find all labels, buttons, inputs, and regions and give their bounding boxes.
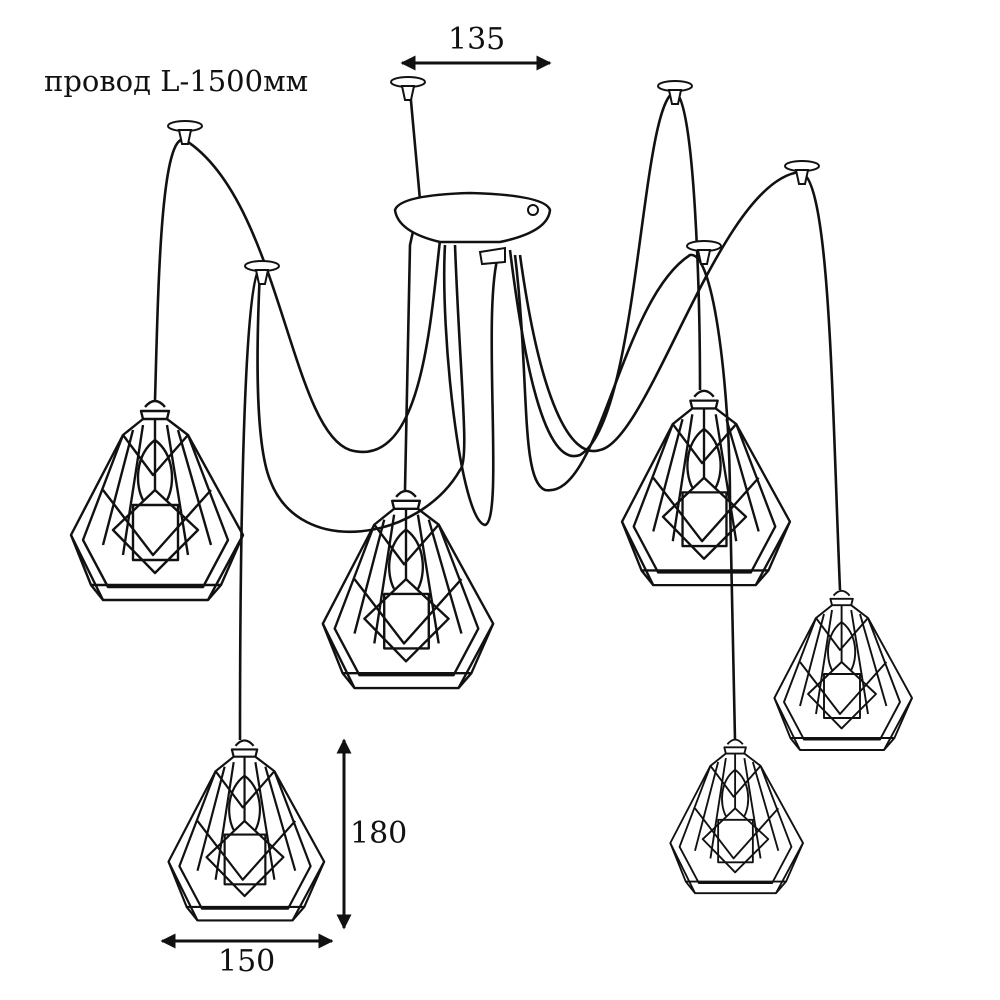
- cords: [153, 89, 842, 741]
- pendant-shade-icon: [669, 738, 804, 895]
- hook-icon: [784, 160, 820, 185]
- pendant-shade-icon: [620, 389, 792, 587]
- hook-icon: [167, 120, 203, 145]
- shade-height-label: 180: [350, 816, 408, 851]
- cord-7: [518, 170, 842, 591]
- hook-icon: [244, 260, 280, 285]
- pendant-shade-icon: [321, 489, 495, 690]
- shades: [69, 389, 913, 922]
- ceiling-canopy: [393, 191, 552, 266]
- cord-4: [238, 244, 466, 741]
- cord-5: [508, 90, 702, 458]
- canopy-spacing-label: 135: [448, 22, 506, 57]
- cord-2: [403, 89, 422, 491]
- cord-1: [153, 138, 442, 454]
- dimension-arrows: [160, 55, 552, 949]
- pendant-shade-icon: [69, 399, 245, 602]
- shade-width-label: 150: [218, 944, 276, 979]
- hook-icon: [657, 80, 693, 105]
- pendant-shade-icon: [167, 739, 326, 922]
- hook-icon: [390, 76, 426, 101]
- cord-6: [513, 253, 737, 741]
- wire-length-label: провод L-1500мм: [44, 64, 309, 98]
- pendant-shade-icon: [773, 589, 913, 751]
- cord-3: [442, 244, 502, 527]
